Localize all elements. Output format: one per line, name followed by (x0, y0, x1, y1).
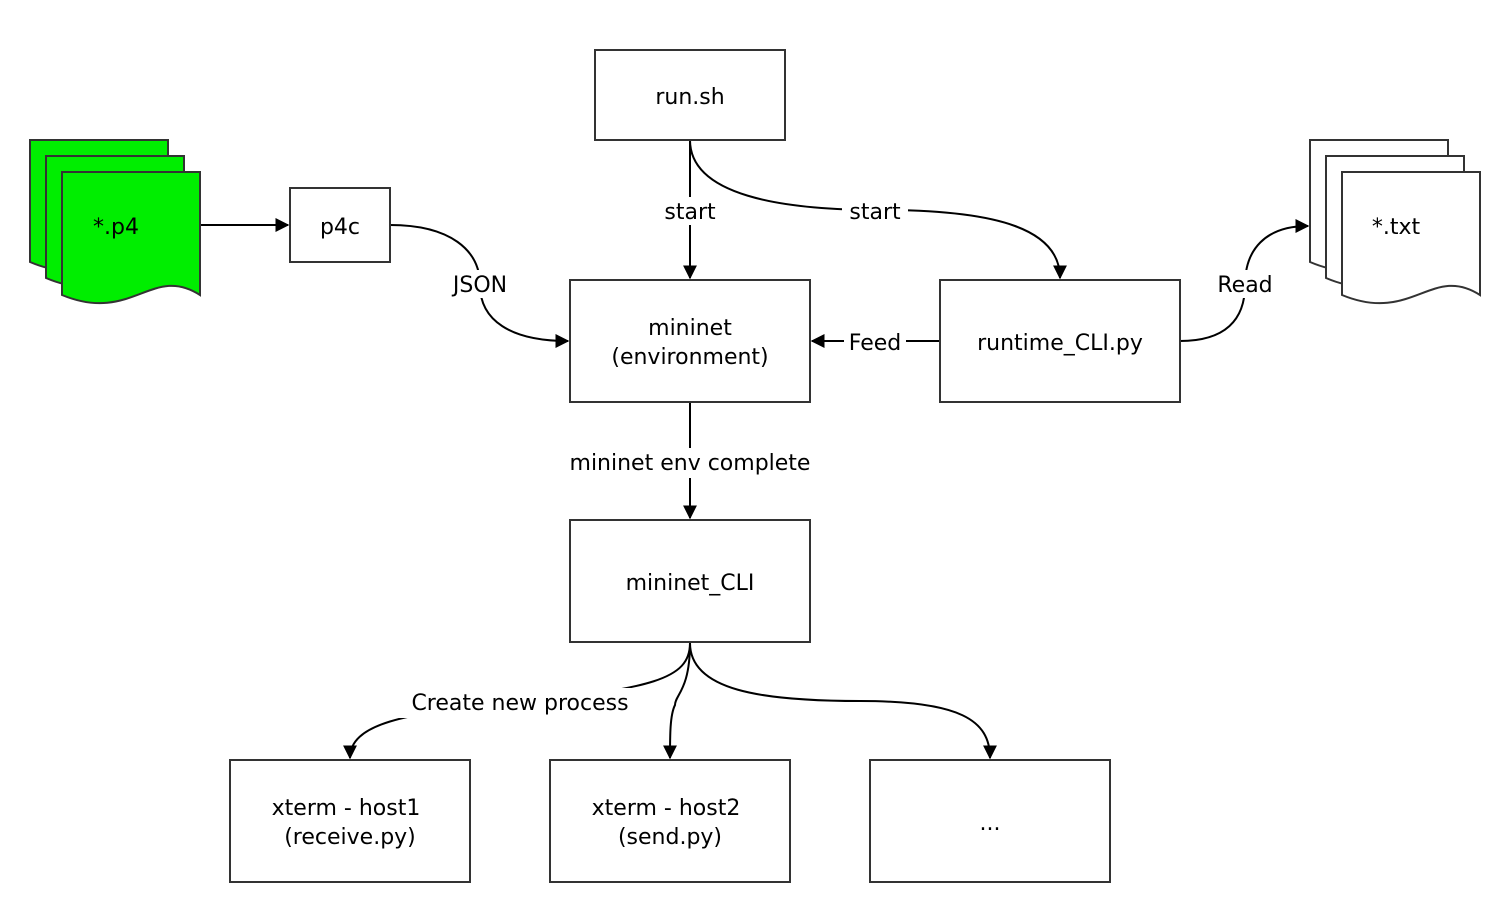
node-mininet-env: mininet (environment) (569, 279, 811, 403)
node-xterm-host1: xterm - host1 (receive.py) (229, 759, 471, 883)
node-more-label: ... (980, 811, 1001, 836)
node-p4-files-label: *.p4 (93, 215, 139, 240)
txt-doc-front (1341, 171, 1481, 305)
node-xterm-host2-line1: xterm - host2 (592, 796, 741, 821)
label-start-runtime: start (849, 200, 901, 225)
node-run-sh-label: run.sh (655, 85, 724, 110)
p4-doc-front (61, 171, 201, 305)
edge-cli-to-host2 (663, 642, 691, 760)
node-mininet-env-line1: mininet (648, 316, 732, 341)
node-p4c: p4c (289, 187, 391, 263)
edge-cli-to-more (689, 642, 997, 760)
node-xterm-host2: xterm - host2 (send.py) (549, 759, 791, 883)
node-xterm-host1-line1: xterm - host1 (272, 796, 421, 821)
node-p4c-label: p4c (320, 215, 360, 240)
node-p4-files: *.p4 (29, 139, 201, 305)
node-runtime-cli: runtime_CLI.py (939, 279, 1181, 403)
label-read: Read (1217, 273, 1272, 298)
node-more: ... (869, 759, 1111, 883)
label-start-mininet: start (664, 200, 716, 225)
node-mininet-cli-label: mininet_CLI (626, 571, 755, 596)
node-mininet-env-line2: (environment) (611, 345, 768, 370)
node-run-sh: run.sh (594, 49, 786, 141)
node-mininet-cli: mininet_CLI (569, 519, 811, 643)
label-json: JSON (451, 273, 507, 298)
edge-labels: start start JSON Feed Read mininet env c… (398, 197, 1279, 718)
label-env-complete: mininet env complete (570, 451, 811, 476)
node-xterm-host2-line2: (send.py) (618, 825, 722, 850)
node-txt-files-label: *.txt (1372, 215, 1421, 240)
label-create-process: Create new process (411, 691, 628, 716)
label-feed: Feed (849, 331, 902, 356)
node-runtime-cli-label: runtime_CLI.py (977, 331, 1143, 356)
node-xterm-host1-line2: (receive.py) (284, 825, 416, 850)
node-txt-files: *.txt (1309, 139, 1481, 305)
